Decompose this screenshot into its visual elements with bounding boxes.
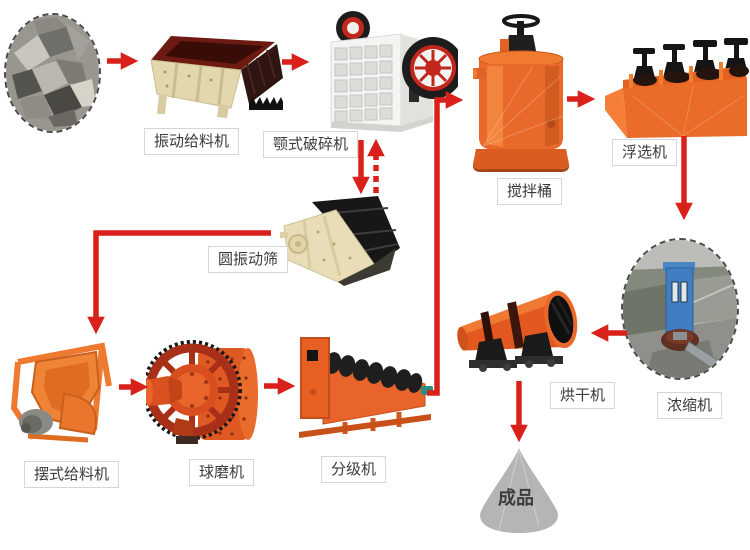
thickener-photo bbox=[621, 238, 739, 380]
mixing-barrel-image bbox=[473, 6, 569, 174]
finished-product-label: 成品 bbox=[498, 488, 534, 508]
label-jaw-crusher: 颚式破碎机 bbox=[263, 131, 359, 158]
label-circular-vibrating-screen: 圆振动筛 bbox=[208, 246, 289, 273]
vibrating-feeder-image bbox=[143, 28, 283, 120]
label-vibrating-feeder: 振动给料机 bbox=[144, 128, 240, 155]
label-mixing-barrel: 搅拌桶 bbox=[497, 178, 563, 205]
label-flotation-machine: 浮选机 bbox=[612, 139, 678, 166]
finished-product-cone bbox=[473, 446, 565, 536]
raw-ore-image bbox=[6, 15, 99, 131]
flotation-machine-image bbox=[593, 36, 750, 143]
label-classifier: 分级机 bbox=[321, 456, 387, 483]
jaw-crusher-image bbox=[313, 4, 458, 136]
pendulum-feeder-image bbox=[6, 336, 121, 448]
raw-ore-photo bbox=[4, 13, 101, 133]
label-ball-mill: 球磨机 bbox=[189, 459, 255, 486]
label-dryer: 烘干机 bbox=[550, 382, 616, 409]
dryer-image bbox=[453, 264, 595, 378]
label-pendulum-feeder: 摆式给料机 bbox=[24, 461, 120, 488]
circular-vibrating-screen-image bbox=[278, 192, 403, 287]
label-thickener: 浓缩机 bbox=[657, 392, 723, 419]
classifier-image bbox=[293, 330, 435, 438]
ball-mill-image bbox=[146, 326, 260, 454]
